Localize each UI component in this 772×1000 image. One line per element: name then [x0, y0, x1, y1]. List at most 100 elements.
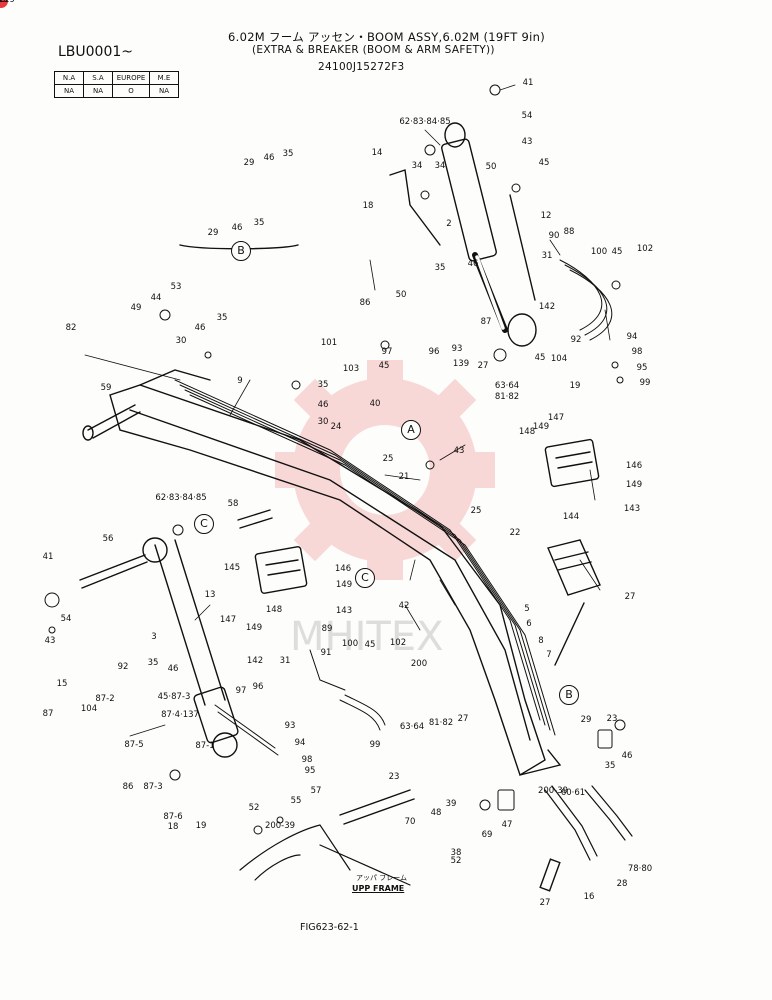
pin-58	[237, 509, 273, 529]
upper-frame-label: UPP FRAME	[352, 884, 405, 893]
hoses-11-219	[544, 785, 633, 861]
market-value-me: NA	[149, 84, 179, 98]
part-callout-label: 104	[550, 354, 568, 364]
part-callout-label: 99	[639, 378, 651, 388]
part-callout-label: 8	[538, 636, 544, 646]
hoses-18-19	[214, 704, 279, 756]
part-callout-label: 90	[548, 231, 560, 241]
part-callout-label: 87-6	[163, 812, 183, 822]
figure-id: FIG623-62-1	[300, 922, 359, 933]
detail-marker-c-center: C	[355, 568, 375, 588]
part-callout-label: 62·83·84·85	[155, 493, 207, 503]
part-callout-label: 46	[317, 400, 329, 410]
pipe-14-18	[389, 169, 441, 246]
part-callout-label: 27	[624, 592, 636, 602]
part-callout-label: 45	[364, 640, 376, 650]
part-callout-label: 97	[381, 347, 393, 357]
part-callout-label: 200-39	[264, 821, 296, 831]
part-callout-label: 89	[321, 624, 333, 634]
part-callout-label: 29	[580, 715, 592, 725]
part-callout-label: 59	[100, 383, 112, 393]
part-callout-label: 87-1	[195, 741, 215, 751]
part-callout-label: 35	[147, 658, 159, 668]
part-callout-label: 139	[452, 359, 470, 369]
part-callout-label: 63·64	[494, 381, 520, 391]
part-callout-label: 23	[388, 772, 400, 782]
detail-marker-c-left: C	[194, 514, 214, 534]
diagram-title: 6.02M フーム アッセン・BOOM ASSY,6.02M (19FT 9in…	[228, 30, 545, 44]
part-callout-label: 13	[204, 590, 216, 600]
part-callout-label: 3	[151, 632, 157, 642]
part-callout-label: 35	[434, 263, 446, 273]
part-callout-label: 100	[341, 639, 359, 649]
part-callout-label: 48	[430, 808, 442, 818]
part-callout-label: 92	[570, 335, 582, 345]
part-callout-label: 101	[320, 338, 338, 348]
part-callout-label: 95	[304, 766, 316, 776]
part-callout-label: 97	[235, 686, 247, 696]
part-callout-label: 88	[563, 227, 575, 237]
part-callout-label: 45·87-3	[157, 692, 191, 702]
part-callout-label: 69	[481, 830, 493, 840]
part-callout-label: 29	[243, 158, 255, 168]
pipe-12	[509, 194, 536, 301]
part-callout-label: 149	[625, 480, 643, 490]
part-callout-label: 94	[294, 738, 306, 748]
lower-boom-cylinder	[142, 537, 239, 758]
part-callout-label: 200-39	[537, 786, 569, 796]
part-callout-label: 219	[0, 0, 9, 5]
part-callout-label: 96	[252, 682, 264, 692]
part-callout-label: 87-5	[124, 740, 144, 750]
part-callout-label: 24	[330, 422, 342, 432]
part-callout-label: 30	[175, 336, 187, 346]
part-callout-label: 46	[231, 223, 243, 233]
part-callout-label: 43	[44, 636, 56, 646]
part-callout-label: 40	[369, 399, 381, 409]
part-callout-label: 14	[371, 148, 383, 158]
part-callout-label: 43	[453, 446, 465, 456]
part-callout-label: 81·82	[494, 392, 520, 402]
part-callout-label: 31	[279, 656, 291, 666]
part-callout-label: 86	[122, 782, 134, 792]
part-callout-label: 12	[540, 211, 552, 221]
part-callout-label: 98	[301, 755, 313, 765]
market-availability-table: N.A S.A EUROPE M.E NA NA O NA	[54, 71, 179, 98]
part-callout-label: 38	[450, 848, 462, 858]
hardware-bolts	[44, 84, 626, 835]
part-callout-label: 148	[518, 427, 536, 437]
part-callout-label: 93	[284, 721, 296, 731]
part-callout-label: 147	[547, 413, 565, 423]
part-callout-label: 57	[310, 786, 322, 796]
part-callout-label: 34	[411, 161, 423, 171]
part-callout-label: 25	[470, 506, 482, 516]
part-callout-label: 45	[538, 158, 550, 168]
part-callout-label: 34	[434, 161, 446, 171]
part-callout-label: 63·64	[399, 722, 425, 732]
part-callout-label: 15	[56, 679, 68, 689]
part-callout-label: 87-3	[143, 782, 163, 792]
part-callout-label: 46	[263, 153, 275, 163]
part-callout-label: 18	[167, 822, 179, 832]
part-callout-label: 87	[42, 709, 54, 719]
part-callout-label: 47	[501, 820, 513, 830]
pin-55	[339, 789, 415, 825]
watermark-gear-logo	[275, 360, 495, 580]
assembly-part-number: 24100J15272F3	[318, 61, 405, 73]
part-callout-label: 87	[480, 317, 492, 327]
pin-56	[79, 554, 148, 589]
part-callout-label: 21	[398, 472, 410, 482]
boom-body	[109, 369, 562, 777]
part-callout-label: 147	[219, 615, 237, 625]
part-callout-label: 35	[604, 761, 616, 771]
part-callout-label: 102	[389, 638, 407, 648]
part-callout-label: 30	[317, 417, 329, 427]
part-callout-label: 9	[237, 376, 243, 386]
part-callout-label: 6	[526, 619, 532, 629]
diagram-subtitle: (EXTRA & BREAKER (BOOM & ARM SAFETY))	[252, 44, 495, 56]
part-callout-label: 53	[170, 282, 182, 292]
part-callout-label: 27	[477, 361, 489, 371]
detail-marker-b-top: B	[231, 241, 251, 261]
part-callout-label: 94	[626, 332, 638, 342]
part-callout-label: 143	[623, 504, 641, 514]
